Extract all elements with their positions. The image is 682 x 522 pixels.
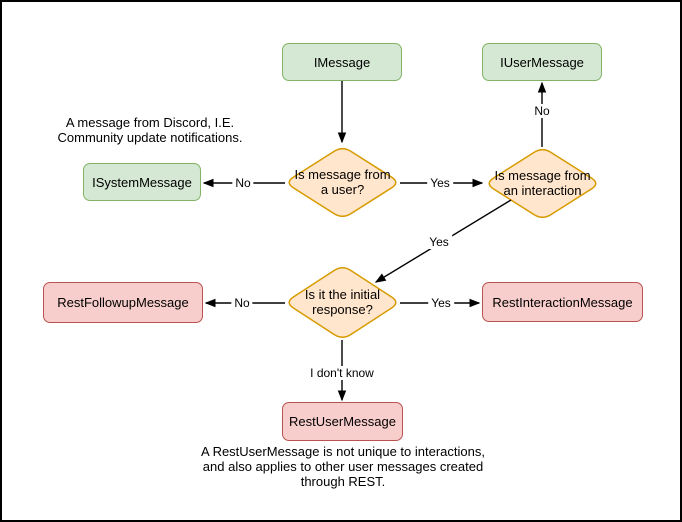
decision-is-initial-response-shape	[288, 266, 397, 339]
node-restusermessage-label: RestUserMessage	[289, 414, 396, 429]
edge-label-interaction-yes: Yes	[426, 235, 452, 249]
node-restinteractionmessage-label: RestInteractionMessage	[492, 294, 633, 310]
node-restfollowupmessage: RestFollowupMessage	[43, 282, 203, 323]
decision-is-from-user: Is message from a user?	[285, 146, 400, 219]
decision-is-initial-response: Is it the initial response?	[285, 265, 400, 340]
decision-is-from-user-label: Is message from a user?	[294, 166, 391, 197]
caption-isystemmessage-note: A message from Discord, I.E. Community u…	[57, 115, 243, 145]
node-restusermessage: RestUserMessage	[282, 402, 403, 441]
edge-label-user-yes: Yes	[427, 176, 453, 190]
node-isystemmessage-label: ISystemMessage	[92, 174, 192, 190]
node-iusermessage: IUserMessage	[482, 43, 602, 81]
decision-is-from-interaction-shape	[488, 148, 597, 219]
node-imessage-label: IMessage	[313, 54, 371, 70]
decision-is-from-interaction: Is message from an interaction	[485, 147, 600, 220]
decision-is-from-interaction-label: Is message from an interaction	[494, 167, 591, 198]
decision-is-initial-response-label: Is it the initial response?	[304, 286, 381, 317]
node-restinteractionmessage: RestInteractionMessage	[482, 282, 643, 322]
caption-restusermessage-note: A RestUserMessage is not unique to inter…	[201, 444, 485, 489]
node-restfollowupmessage-label: RestFollowupMessage	[57, 295, 189, 310]
decision-is-from-user-shape	[288, 147, 397, 218]
node-iusermessage-label: IUserMessage	[500, 54, 584, 70]
edge-label-initial-no: No	[231, 296, 253, 310]
edge-label-user-no: No	[232, 176, 254, 190]
edge-label-initial-i-dont-know: I don't know	[307, 366, 377, 380]
node-imessage: IMessage	[282, 43, 402, 81]
node-isystemmessage: ISystemMessage	[83, 163, 201, 201]
edge-label-interaction-no: No	[531, 104, 553, 118]
edge-label-initial-yes: Yes	[428, 296, 454, 310]
